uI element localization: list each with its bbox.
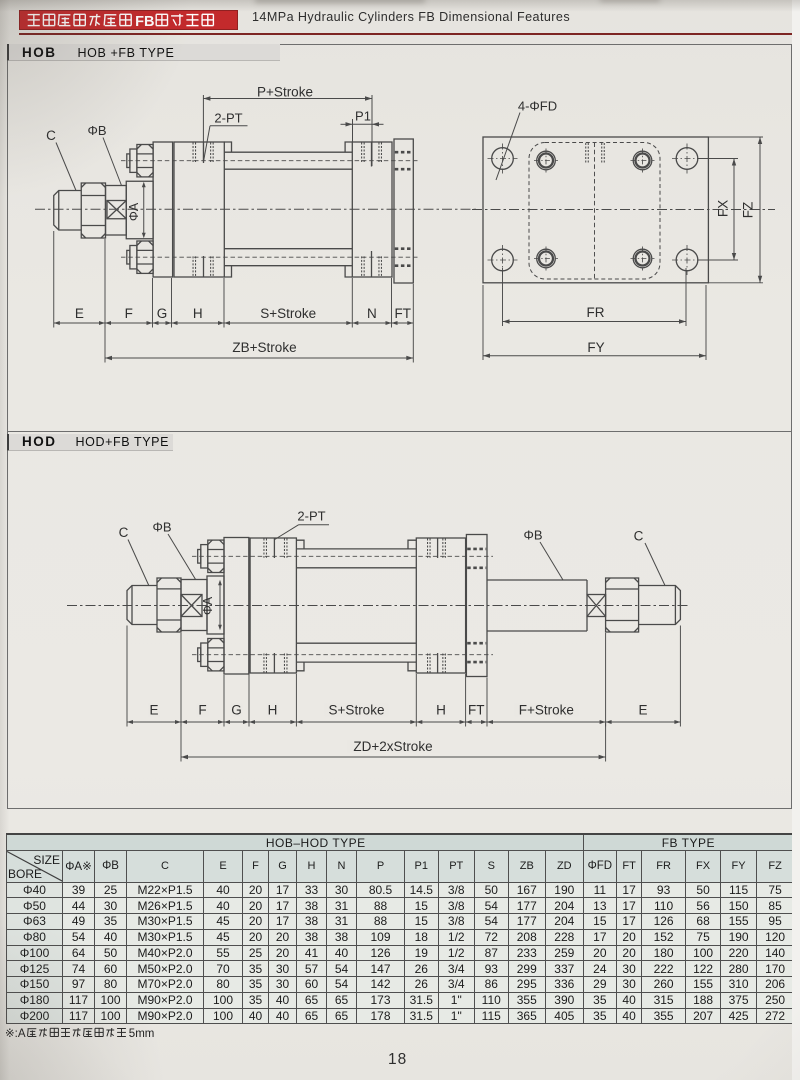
svg-text:FX: FX (716, 200, 731, 217)
svg-text:FT: FT (395, 306, 412, 321)
svg-text:F: F (198, 703, 206, 718)
svg-text:FB: FB (135, 14, 154, 30)
svg-text:P1: P1 (355, 109, 371, 124)
svg-text:P+Stroke: P+Stroke (257, 85, 313, 100)
svg-text:4-ΦFD: 4-ΦFD (518, 99, 557, 114)
svg-text:2-PT: 2-PT (297, 509, 325, 524)
svg-text:G: G (231, 703, 242, 718)
svg-text:S+Stroke: S+Stroke (260, 306, 316, 321)
svg-text:S+Stroke: S+Stroke (329, 703, 385, 718)
svg-text:F+Stroke: F+Stroke (519, 703, 574, 718)
svg-text:H: H (268, 703, 278, 718)
svg-text:ZD+2xStroke: ZD+2xStroke (353, 739, 432, 754)
svg-text:ΦA: ΦA (127, 202, 141, 221)
svg-text:2-PT: 2-PT (214, 111, 242, 126)
svg-text:E: E (75, 306, 84, 321)
svg-text:C: C (119, 525, 129, 540)
svg-text:E: E (638, 703, 647, 718)
svg-text:FY: FY (587, 340, 604, 355)
svg-text:ΦB: ΦB (523, 528, 542, 543)
svg-text:ΦA: ΦA (201, 596, 215, 615)
svg-text:FT: FT (468, 703, 485, 718)
svg-text:ZB+Stroke: ZB+Stroke (232, 340, 296, 355)
svg-text:ΦB: ΦB (87, 123, 106, 138)
svg-text:G: G (157, 306, 168, 321)
svg-text:※:A: ※:A (5, 1028, 26, 1040)
svg-text:C: C (46, 128, 56, 143)
svg-text:FR: FR (587, 305, 605, 320)
svg-text:H: H (193, 306, 203, 321)
svg-text:ΦB: ΦB (152, 520, 171, 535)
svg-text:E: E (149, 703, 158, 718)
svg-text:H: H (436, 703, 446, 718)
svg-text:5mm: 5mm (129, 1028, 155, 1040)
svg-text:C: C (634, 529, 644, 544)
svg-text:F: F (125, 306, 133, 321)
svg-text:N: N (367, 306, 377, 321)
svg-text:FZ: FZ (741, 202, 756, 219)
